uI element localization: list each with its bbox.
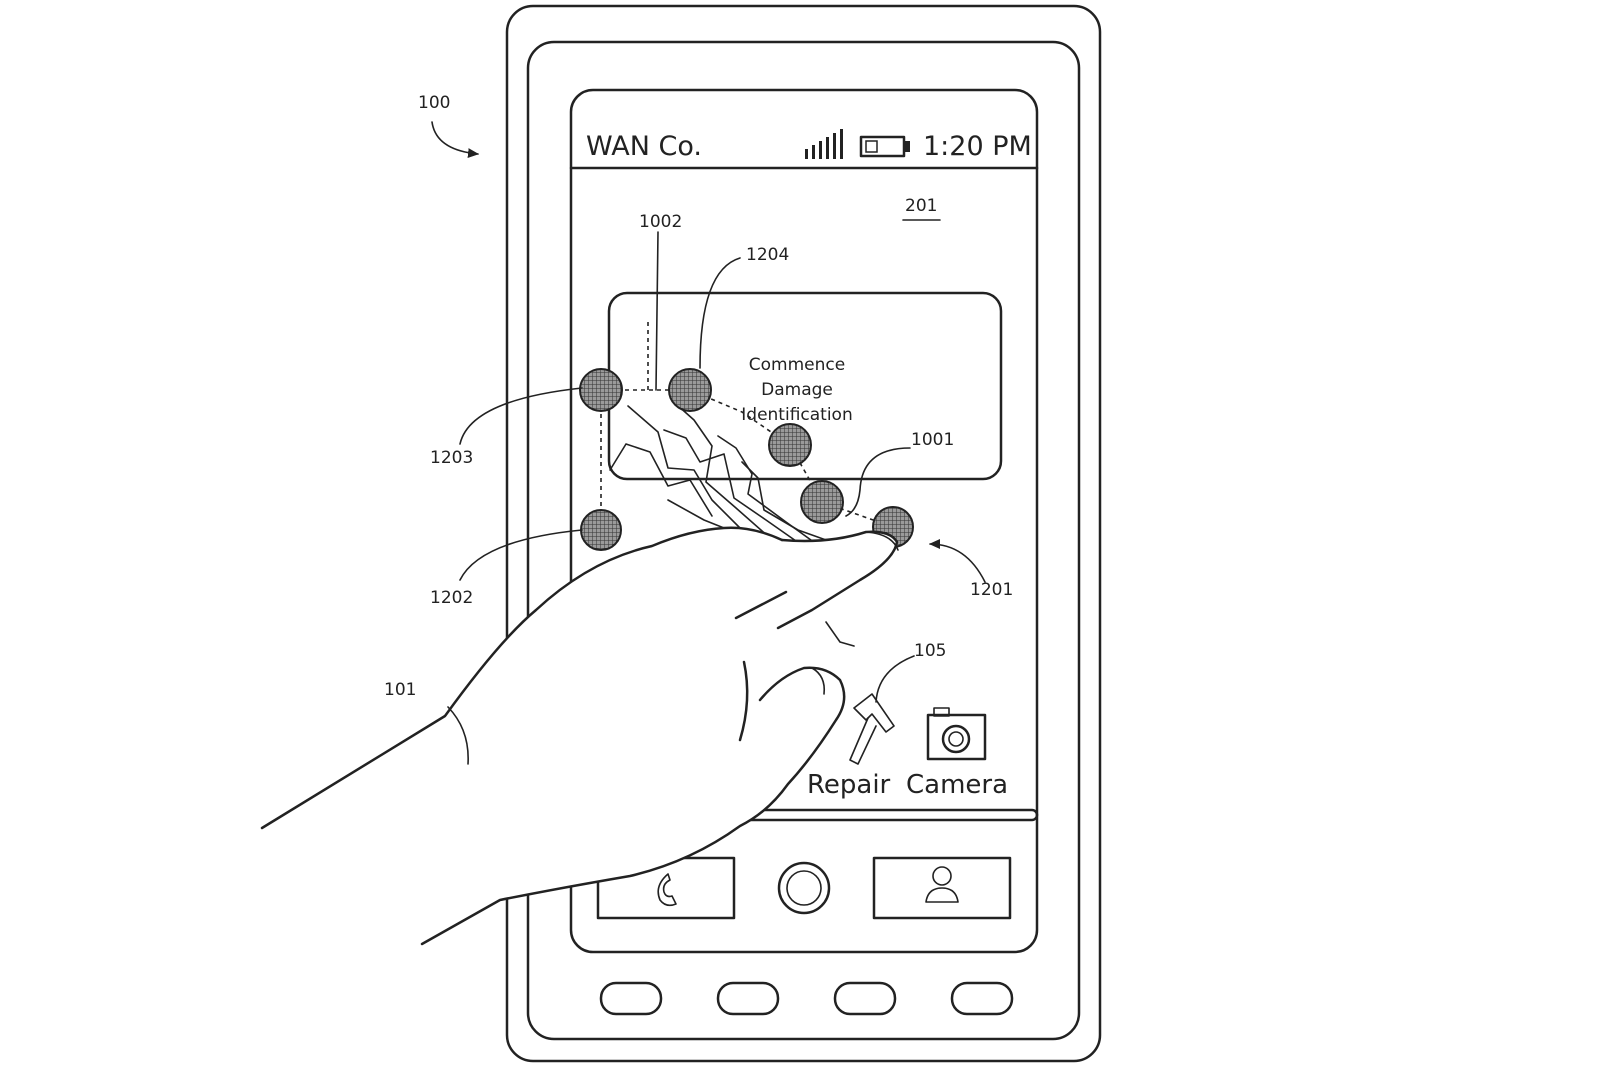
ref-1204: 1204 (746, 245, 789, 265)
contact-icon (926, 867, 958, 902)
touch-point-1001 (801, 481, 843, 523)
prompt-line-2: Damage (761, 380, 833, 400)
hammer-icon (850, 694, 894, 764)
repair-label: Repair (807, 770, 891, 800)
ref-1201: 1201 (970, 580, 1013, 600)
damage-trace-path (601, 320, 893, 530)
carrier-name: WAN Co. (586, 131, 702, 162)
ref-105: 105 (914, 641, 946, 661)
ref-100: 100 (418, 93, 450, 113)
signal-bars-icon (805, 129, 843, 159)
camera-label: Camera (906, 770, 1008, 800)
hardware-button-2[interactable] (718, 983, 778, 1014)
app-camera[interactable]: Camera (906, 708, 1008, 800)
user-hand (262, 528, 898, 944)
touch-point-1204 (669, 369, 711, 411)
hardware-button-1[interactable] (601, 983, 661, 1014)
battery-icon (861, 137, 910, 156)
touch-point-1203 (580, 369, 622, 411)
prompt-line-1: Commence (749, 355, 845, 375)
hardware-buttons (601, 983, 1012, 1014)
prompt-line-3: Identification (741, 405, 852, 425)
camera-icon (928, 708, 985, 759)
hardware-button-3[interactable] (835, 983, 895, 1014)
status-bar: WAN Co. 1:20 PM (571, 129, 1037, 168)
clock-time: 1:20 PM (923, 131, 1032, 162)
ref-1001: 1001 (911, 430, 954, 450)
ref-1002: 1002 (639, 212, 682, 232)
ref-1203: 1203 (430, 448, 473, 468)
phone-icon (658, 874, 676, 905)
ref-201: 201 (905, 196, 937, 216)
touch-points (580, 369, 913, 550)
dock-contacts-button[interactable] (874, 858, 1010, 918)
dock-home-button[interactable] (779, 863, 829, 913)
touch-point-mid (769, 424, 811, 466)
ref-1202: 1202 (430, 588, 473, 608)
touch-point-1202 (581, 510, 621, 550)
hardware-button-4[interactable] (952, 983, 1012, 1014)
ref-101: 101 (384, 680, 416, 700)
